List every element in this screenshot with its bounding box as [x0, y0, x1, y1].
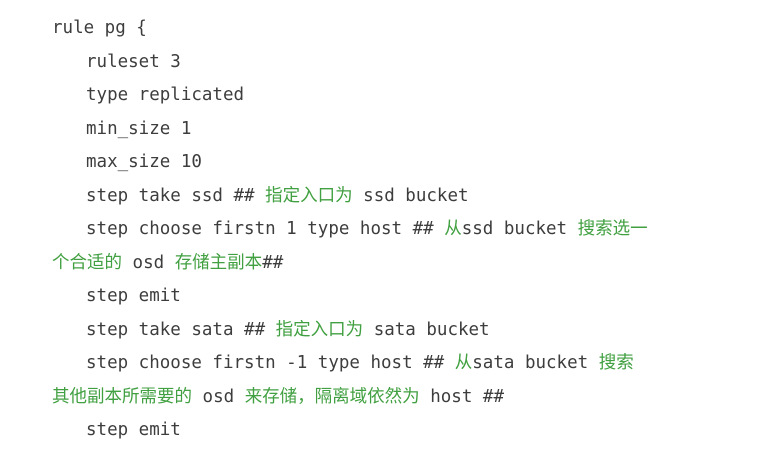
- code-text: max_size 10: [86, 152, 202, 172]
- code-text: sata bucket: [363, 319, 490, 340]
- code-text: step take sata ##: [86, 319, 276, 340]
- comment-text: 存储主副本: [174, 252, 263, 273]
- code-line: step emit: [0, 414, 778, 448]
- code-text: step choose firstn -1 type host ##: [86, 353, 455, 373]
- comment-text: 个合适的: [52, 252, 122, 273]
- comment-text: 搜索: [598, 353, 634, 373]
- code-line: ruleset 3: [0, 46, 778, 80]
- comment-text: 指定入口为: [265, 185, 353, 206]
- code-text: ssd bucket: [352, 185, 469, 206]
- code-line: step choose firstn -1 type host ## 从sata…: [0, 347, 778, 381]
- code-line: rule pg {: [0, 12, 778, 46]
- code-line: step emit: [0, 280, 778, 314]
- code-text: ssd bucket: [461, 219, 578, 239]
- code-line: step choose firstn 1 type host ## 从ssd b…: [0, 213, 778, 247]
- code-text: type replicated: [86, 85, 245, 105]
- code-text: step take ssd ##: [86, 185, 266, 206]
- code-line: step take sata ## 指定入口为 sata bucket: [0, 314, 778, 348]
- code-line: step take ssd ## 指定入口为 ssd bucket: [0, 180, 778, 214]
- code-line: max_size 10: [0, 146, 778, 180]
- code-text: min_size 1: [86, 118, 192, 139]
- comment-text: 指定入口为: [275, 319, 364, 340]
- code-line: 个合适的 osd 存储主副本##: [0, 247, 778, 281]
- code-line: min_size 1: [0, 113, 778, 147]
- code-text: step emit: [86, 420, 181, 440]
- comment-text: 搜索选一: [577, 219, 648, 239]
- comment-text: 来存储，隔离域依然为: [244, 386, 420, 407]
- code-text: host ##: [419, 386, 504, 407]
- code-text: sata bucket: [472, 353, 599, 373]
- code-line: 其他副本所需要的 osd 来存储，隔离域依然为 host ##: [0, 381, 778, 415]
- code-line: type replicated: [0, 79, 778, 113]
- code-text: osd: [122, 252, 175, 273]
- comment-text: 其他副本所需要的: [52, 386, 192, 407]
- code-text: step emit: [86, 286, 181, 306]
- code-text: ##: [262, 252, 284, 273]
- comment-text: 从: [454, 353, 473, 373]
- comment-text: 从: [444, 219, 462, 239]
- code-text: ruleset 3: [86, 51, 181, 72]
- code-text: rule pg {: [52, 18, 147, 38]
- code-text: step choose firstn 1 type host ##: [86, 219, 445, 239]
- code-text: osd: [192, 386, 245, 407]
